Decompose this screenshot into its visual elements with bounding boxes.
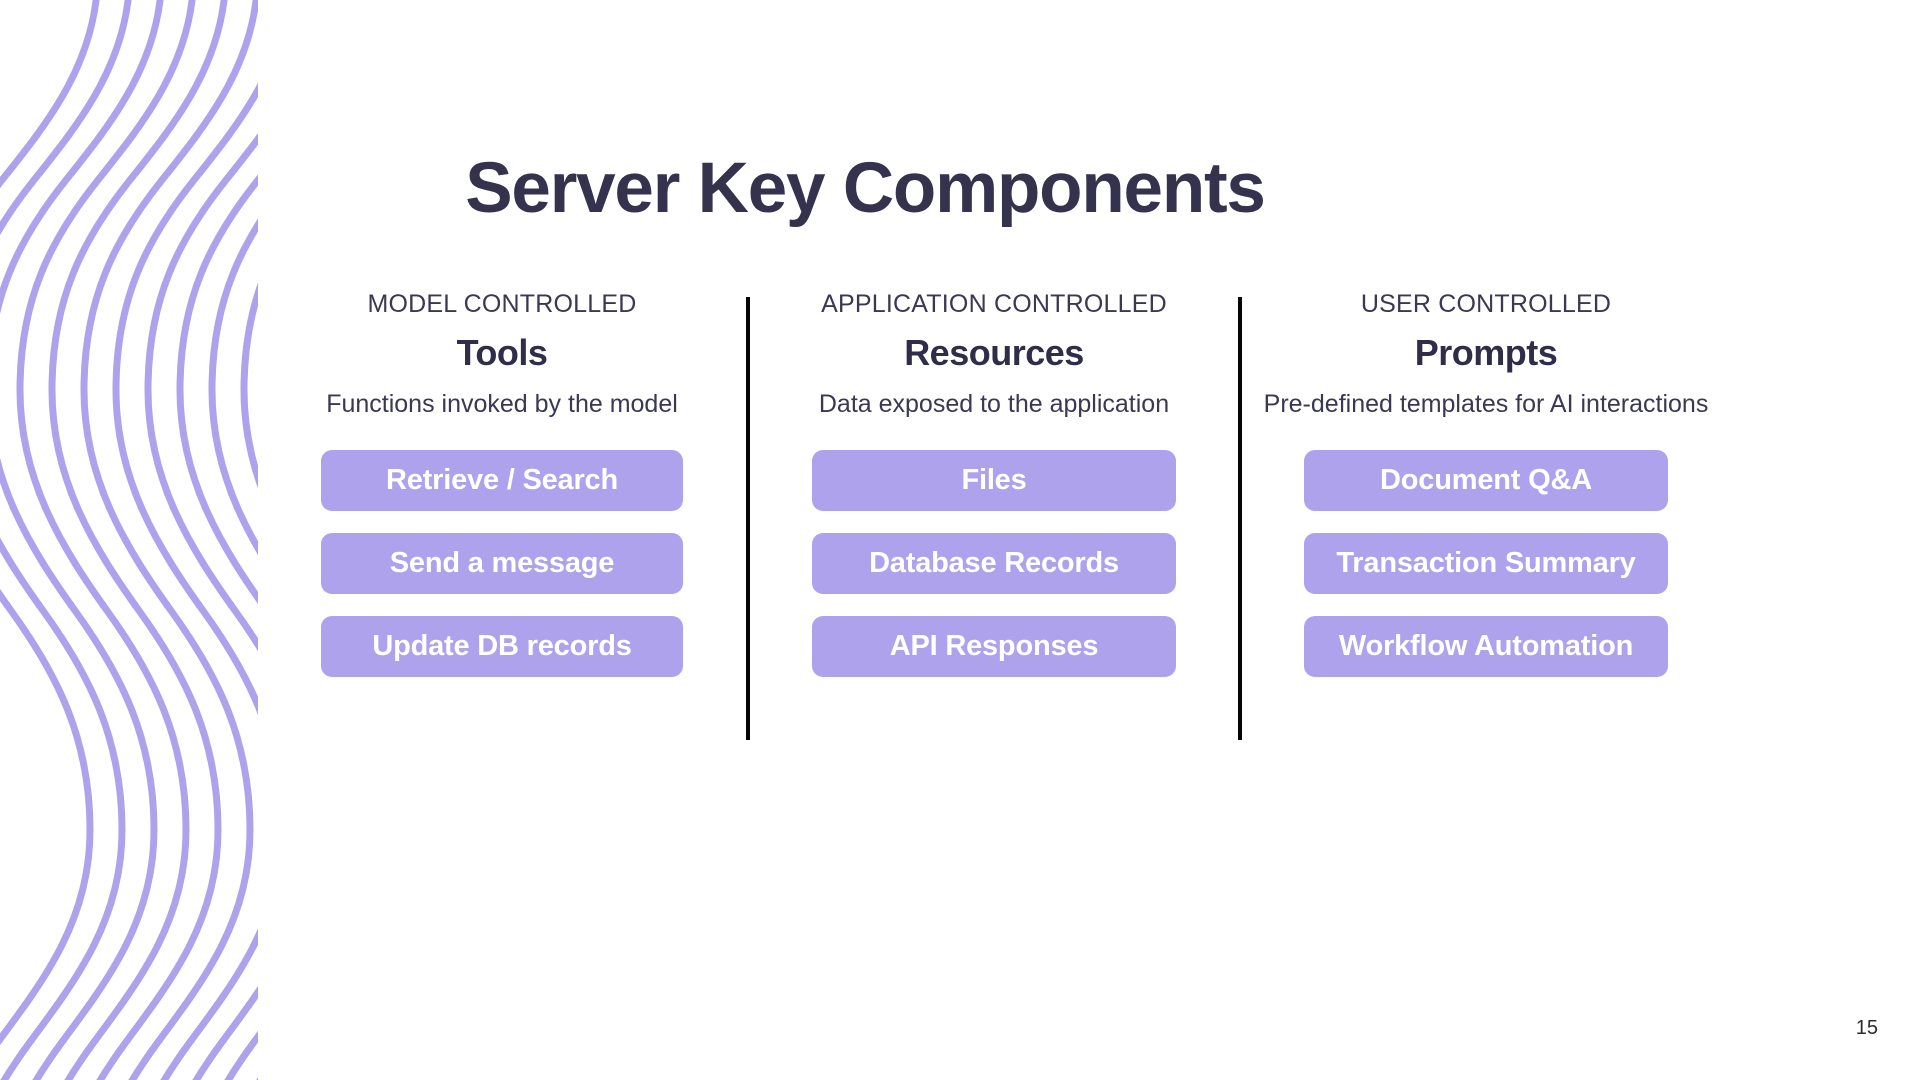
list-item[interactable]: Workflow Automation [1304, 616, 1668, 677]
column-divider-1 [746, 297, 750, 740]
column-divider-2 [1238, 297, 1242, 740]
column-resources: APPLICATION CONTROLLED Resources Data ex… [750, 290, 1238, 677]
column-kicker: MODEL CONTROLLED [367, 290, 637, 318]
list-item[interactable]: Update DB records [321, 616, 683, 677]
column-kicker: USER CONTROLLED [1360, 290, 1612, 318]
column-description: Data exposed to the application [818, 390, 1170, 418]
column-kicker: APPLICATION CONTROLLED [821, 290, 1167, 318]
pill-list: Document Q&A Transaction Summary Workflo… [1242, 450, 1730, 677]
column-title: Resources [904, 332, 1084, 373]
list-item[interactable]: Document Q&A [1304, 450, 1668, 511]
list-item[interactable]: Transaction Summary [1304, 533, 1668, 594]
page-title: Server Key Components [465, 148, 1266, 228]
list-item[interactable]: Files [812, 450, 1176, 511]
list-item[interactable]: Send a message [321, 533, 683, 594]
column-description: Pre-defined templates for AI interaction… [1263, 390, 1709, 418]
pill-list: Retrieve / Search Send a message Update … [258, 450, 746, 677]
column-description: Functions invoked by the model [326, 390, 678, 418]
column-tools: MODEL CONTROLLED Tools Functions invoked… [258, 290, 746, 677]
column-title: Prompts [1414, 332, 1558, 373]
list-item[interactable]: Retrieve / Search [321, 450, 683, 511]
list-item[interactable]: Database Records [812, 533, 1176, 594]
pill-list: Files Database Records API Responses [750, 450, 1238, 677]
page-number: 15 [1855, 1017, 1878, 1039]
list-item[interactable]: API Responses [812, 616, 1176, 677]
column-title: Tools [456, 332, 548, 373]
columns-container: MODEL CONTROLLED Tools Functions invoked… [258, 290, 1730, 750]
column-prompts: USER CONTROLLED Prompts Pre-defined temp… [1242, 290, 1730, 677]
